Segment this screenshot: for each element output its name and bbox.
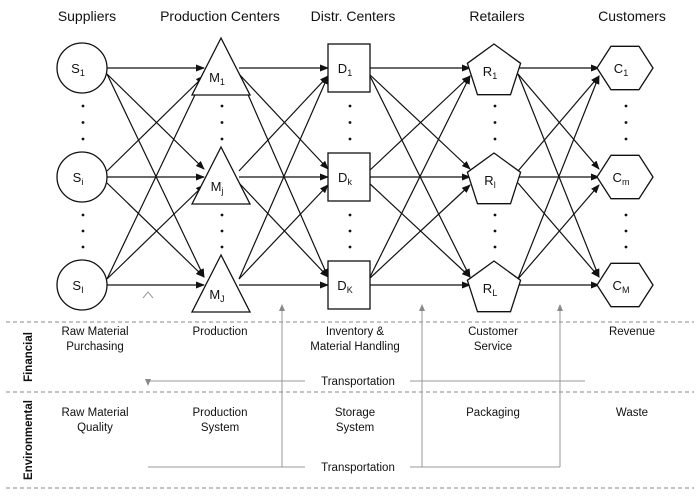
node-distribution-dk: Dk [327,152,371,202]
node-label: Mj [211,179,224,196]
flow-arrow [368,75,471,280]
node-customers-cm: Cm [596,154,654,200]
ellipsis-dots [220,104,224,141]
node-retailers-rl: Rl [466,152,522,205]
pentagon-shape [466,43,522,96]
triangle-shape [190,145,252,205]
flow-arrow [238,184,329,280]
node-label: Si [73,170,84,187]
circle-shape [56,259,108,311]
flow-arrow [517,73,600,170]
ellipsis-dots [624,104,628,141]
square-shape [327,260,371,310]
flow-arrow [368,73,471,170]
ellipsis-dots [81,104,85,141]
node-customers-cM: CM [596,262,654,308]
flow-arrow [106,184,205,280]
pentagon-shape [466,260,522,313]
flow-arrow [517,75,600,280]
node-retailers-rL: RL [466,260,522,313]
column-headers: Suppliers Production Centers Distr. Center… [58,8,666,24]
hexagon-shape [596,262,654,308]
flow-arrow [517,184,600,280]
node-customers-c1: C1 [596,45,654,91]
transportation-links [145,379,585,386]
flow-arrow [517,75,600,172]
ellipsis-dots [624,213,628,249]
band-label-financial: Financial [23,332,35,382]
band-label-environmental: Environmental [23,400,35,480]
flow-arrow [106,182,205,278]
transportation-label: Transportation [321,376,395,388]
circle-shape [56,151,108,203]
flow-arrow [517,182,600,278]
hexagon-shape [596,154,654,200]
transportation-label: Transportation [321,462,395,474]
node-distribution-dK: DK [327,260,371,310]
node-label: SI [72,278,83,295]
node-suppliers-si: Si [56,151,108,203]
node-suppliers-s1: S1 [56,42,108,94]
band-item: Waste [616,407,648,419]
band-item: Revenue [609,326,655,338]
flow-arrow [517,73,600,278]
node-suppliers-sI: SI [56,259,108,311]
ellipsis-dots [493,104,497,141]
square-shape [327,43,371,93]
flow-arrow [368,182,471,278]
ellipsis-dots [220,213,224,249]
column-header-customers: Customers [598,8,666,24]
flow-arrow [106,73,205,278]
node-production-m1: M1 [190,36,252,96]
column-header-distribution: Distr. Centers [311,8,396,24]
node-label: Rl [484,173,495,190]
caret-icon [142,291,154,299]
flow-arrow [238,73,329,170]
flow-edges [106,64,600,289]
hexagon-shape [596,45,654,91]
node-distribution-d1: D1 [327,43,371,93]
column-header-production: Production Centers [160,8,280,24]
column-header-retailers: Retailers [469,8,524,24]
triangle-shape [190,253,252,313]
band-item: Inventory &Material Handling [310,326,400,353]
ellipsis-dots [348,104,352,141]
flow-arrow [368,184,471,280]
circle-shape [56,42,108,94]
pentagon-shape [466,152,522,205]
node-retailers-r1: R1 [466,43,522,96]
flow-arrow [238,182,329,278]
triangle-shape [190,36,252,96]
ellipsis-dots [81,213,85,249]
column-header-suppliers: Suppliers [58,8,116,24]
node-production-mj: Mj [190,145,252,205]
band-item: Packaging [466,407,520,419]
flow-arrow [238,75,329,280]
flow-arrow [238,73,329,278]
flow-arrow [106,73,205,170]
flow-arrow [368,75,471,172]
ellipsis-dots [493,213,497,249]
flow-arrow [238,75,329,172]
square-shape [327,152,371,202]
band-item: Production [193,326,248,338]
flow-arrow [106,75,205,280]
node-production-mJ: MJ [190,253,252,313]
flow-arrow [368,73,471,278]
flow-arrow [106,75,205,172]
ellipsis-dots [348,213,352,249]
